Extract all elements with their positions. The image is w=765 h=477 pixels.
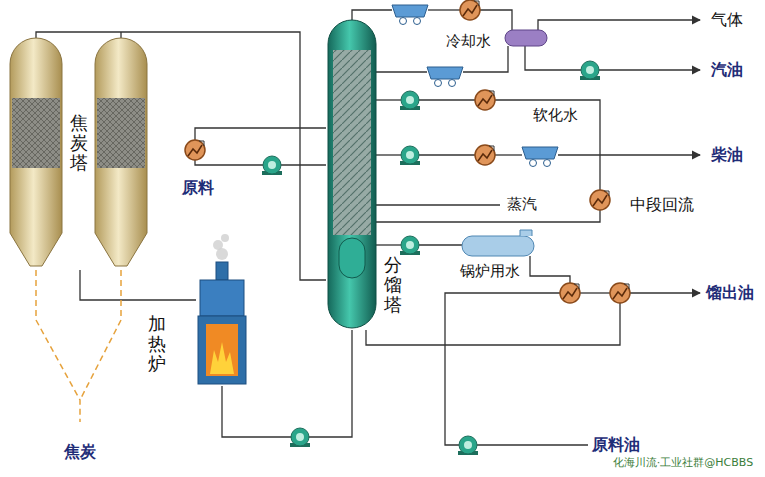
stream-label: 锅炉用水	[458, 263, 522, 280]
pump	[400, 236, 420, 255]
equipment-name: 加热炉	[148, 314, 166, 373]
stream-label: 原料油	[590, 436, 642, 454]
air-cooler	[427, 67, 463, 87]
pipe-line	[352, 10, 392, 20]
watermark: 化海川流·工业社群@HCBBS	[611, 457, 755, 470]
heat-exchanger	[185, 140, 205, 160]
equipment-outline	[196, 262, 248, 386]
convection-section	[200, 280, 244, 316]
pipe-line	[419, 244, 462, 245]
pipe-line	[580, 292, 610, 293]
pipe-line	[445, 293, 560, 445]
heat-exchanger	[460, 0, 480, 20]
fractionator: 分馏塔	[326, 20, 378, 330]
tower-shell	[328, 20, 376, 328]
coke-tower: 焦炭塔	[8, 38, 150, 270]
heat-exchanger	[560, 283, 580, 303]
pump	[458, 436, 478, 455]
separator-drum	[505, 30, 547, 46]
pipe-line	[480, 10, 512, 30]
coke-discharge-line	[80, 270, 121, 400]
pipe-line	[281, 164, 326, 165]
process-pipe	[80, 270, 196, 300]
equipment-name: 焦炭塔	[70, 113, 88, 172]
pipe-line	[195, 160, 263, 165]
stream-label: 汽油	[709, 61, 745, 79]
pipe-line	[376, 99, 401, 100]
coke-drum	[10, 38, 62, 266]
product-arrow	[538, 20, 700, 30]
pipe-line	[121, 10, 620, 445]
boiler-dome	[520, 230, 532, 236]
pipe-line	[530, 256, 570, 283]
pipe-line	[376, 71, 427, 72]
pipe-line	[376, 154, 401, 155]
radiant-section	[198, 316, 246, 384]
pipe-line	[525, 46, 581, 70]
coke-discharge-line	[36, 270, 121, 422]
stream-label: 冷却水	[444, 33, 493, 50]
pipe-line	[120, 32, 121, 38]
stream-label: 软化水	[531, 107, 580, 124]
pump	[400, 146, 420, 165]
equipment-name: 分馏塔	[384, 255, 402, 314]
heating-furnace: 加热炉	[196, 262, 248, 386]
coke-bed	[12, 98, 60, 168]
pipe-line	[376, 204, 500, 205]
smoke	[221, 234, 229, 242]
coke-discharge-line	[36, 270, 80, 422]
pipe-line	[495, 100, 600, 190]
pipe-line	[195, 128, 326, 140]
tower-trays	[333, 50, 371, 235]
pump	[290, 428, 310, 447]
pipe-line	[419, 99, 475, 100]
stream-label: 馏出油	[704, 284, 756, 302]
coke-bed	[97, 98, 145, 168]
stream-label: 柴油	[709, 146, 745, 164]
smoke	[213, 240, 223, 250]
stream-label: 气体	[709, 11, 745, 29]
pipe-line	[419, 154, 475, 155]
pipe-line	[477, 444, 588, 445]
heat-exchanger	[475, 90, 495, 110]
pipe-line	[366, 303, 620, 345]
boiler-drum	[462, 236, 534, 256]
pipe-line	[495, 154, 522, 155]
product-arrow	[538, 20, 700, 293]
stream-label: 焦炭	[62, 443, 98, 461]
stream-label: 原料	[180, 179, 216, 197]
pipe-line	[428, 9, 460, 10]
product-arrow	[599, 69, 700, 70]
stream-label: 蒸汽	[505, 196, 539, 213]
air-cooler	[392, 5, 428, 25]
heat-exchanger	[610, 283, 630, 303]
equipment-outline	[326, 20, 378, 330]
chimney	[216, 262, 228, 280]
pump	[262, 156, 282, 175]
coke-drum	[95, 38, 147, 266]
tower-bottom-section	[339, 238, 365, 278]
air-cooler	[522, 147, 558, 167]
stream-label: 中段回流	[628, 196, 696, 214]
heat-exchanger	[475, 145, 495, 165]
process-pipe	[36, 32, 326, 280]
firebox	[206, 324, 238, 376]
pipe-line	[376, 210, 600, 222]
pump	[580, 61, 600, 80]
product-arrow	[630, 292, 700, 293]
pipe-line	[376, 244, 401, 245]
pump	[400, 91, 420, 110]
heat-exchanger	[590, 190, 610, 210]
product-arrow	[558, 154, 700, 155]
flame	[210, 342, 234, 374]
